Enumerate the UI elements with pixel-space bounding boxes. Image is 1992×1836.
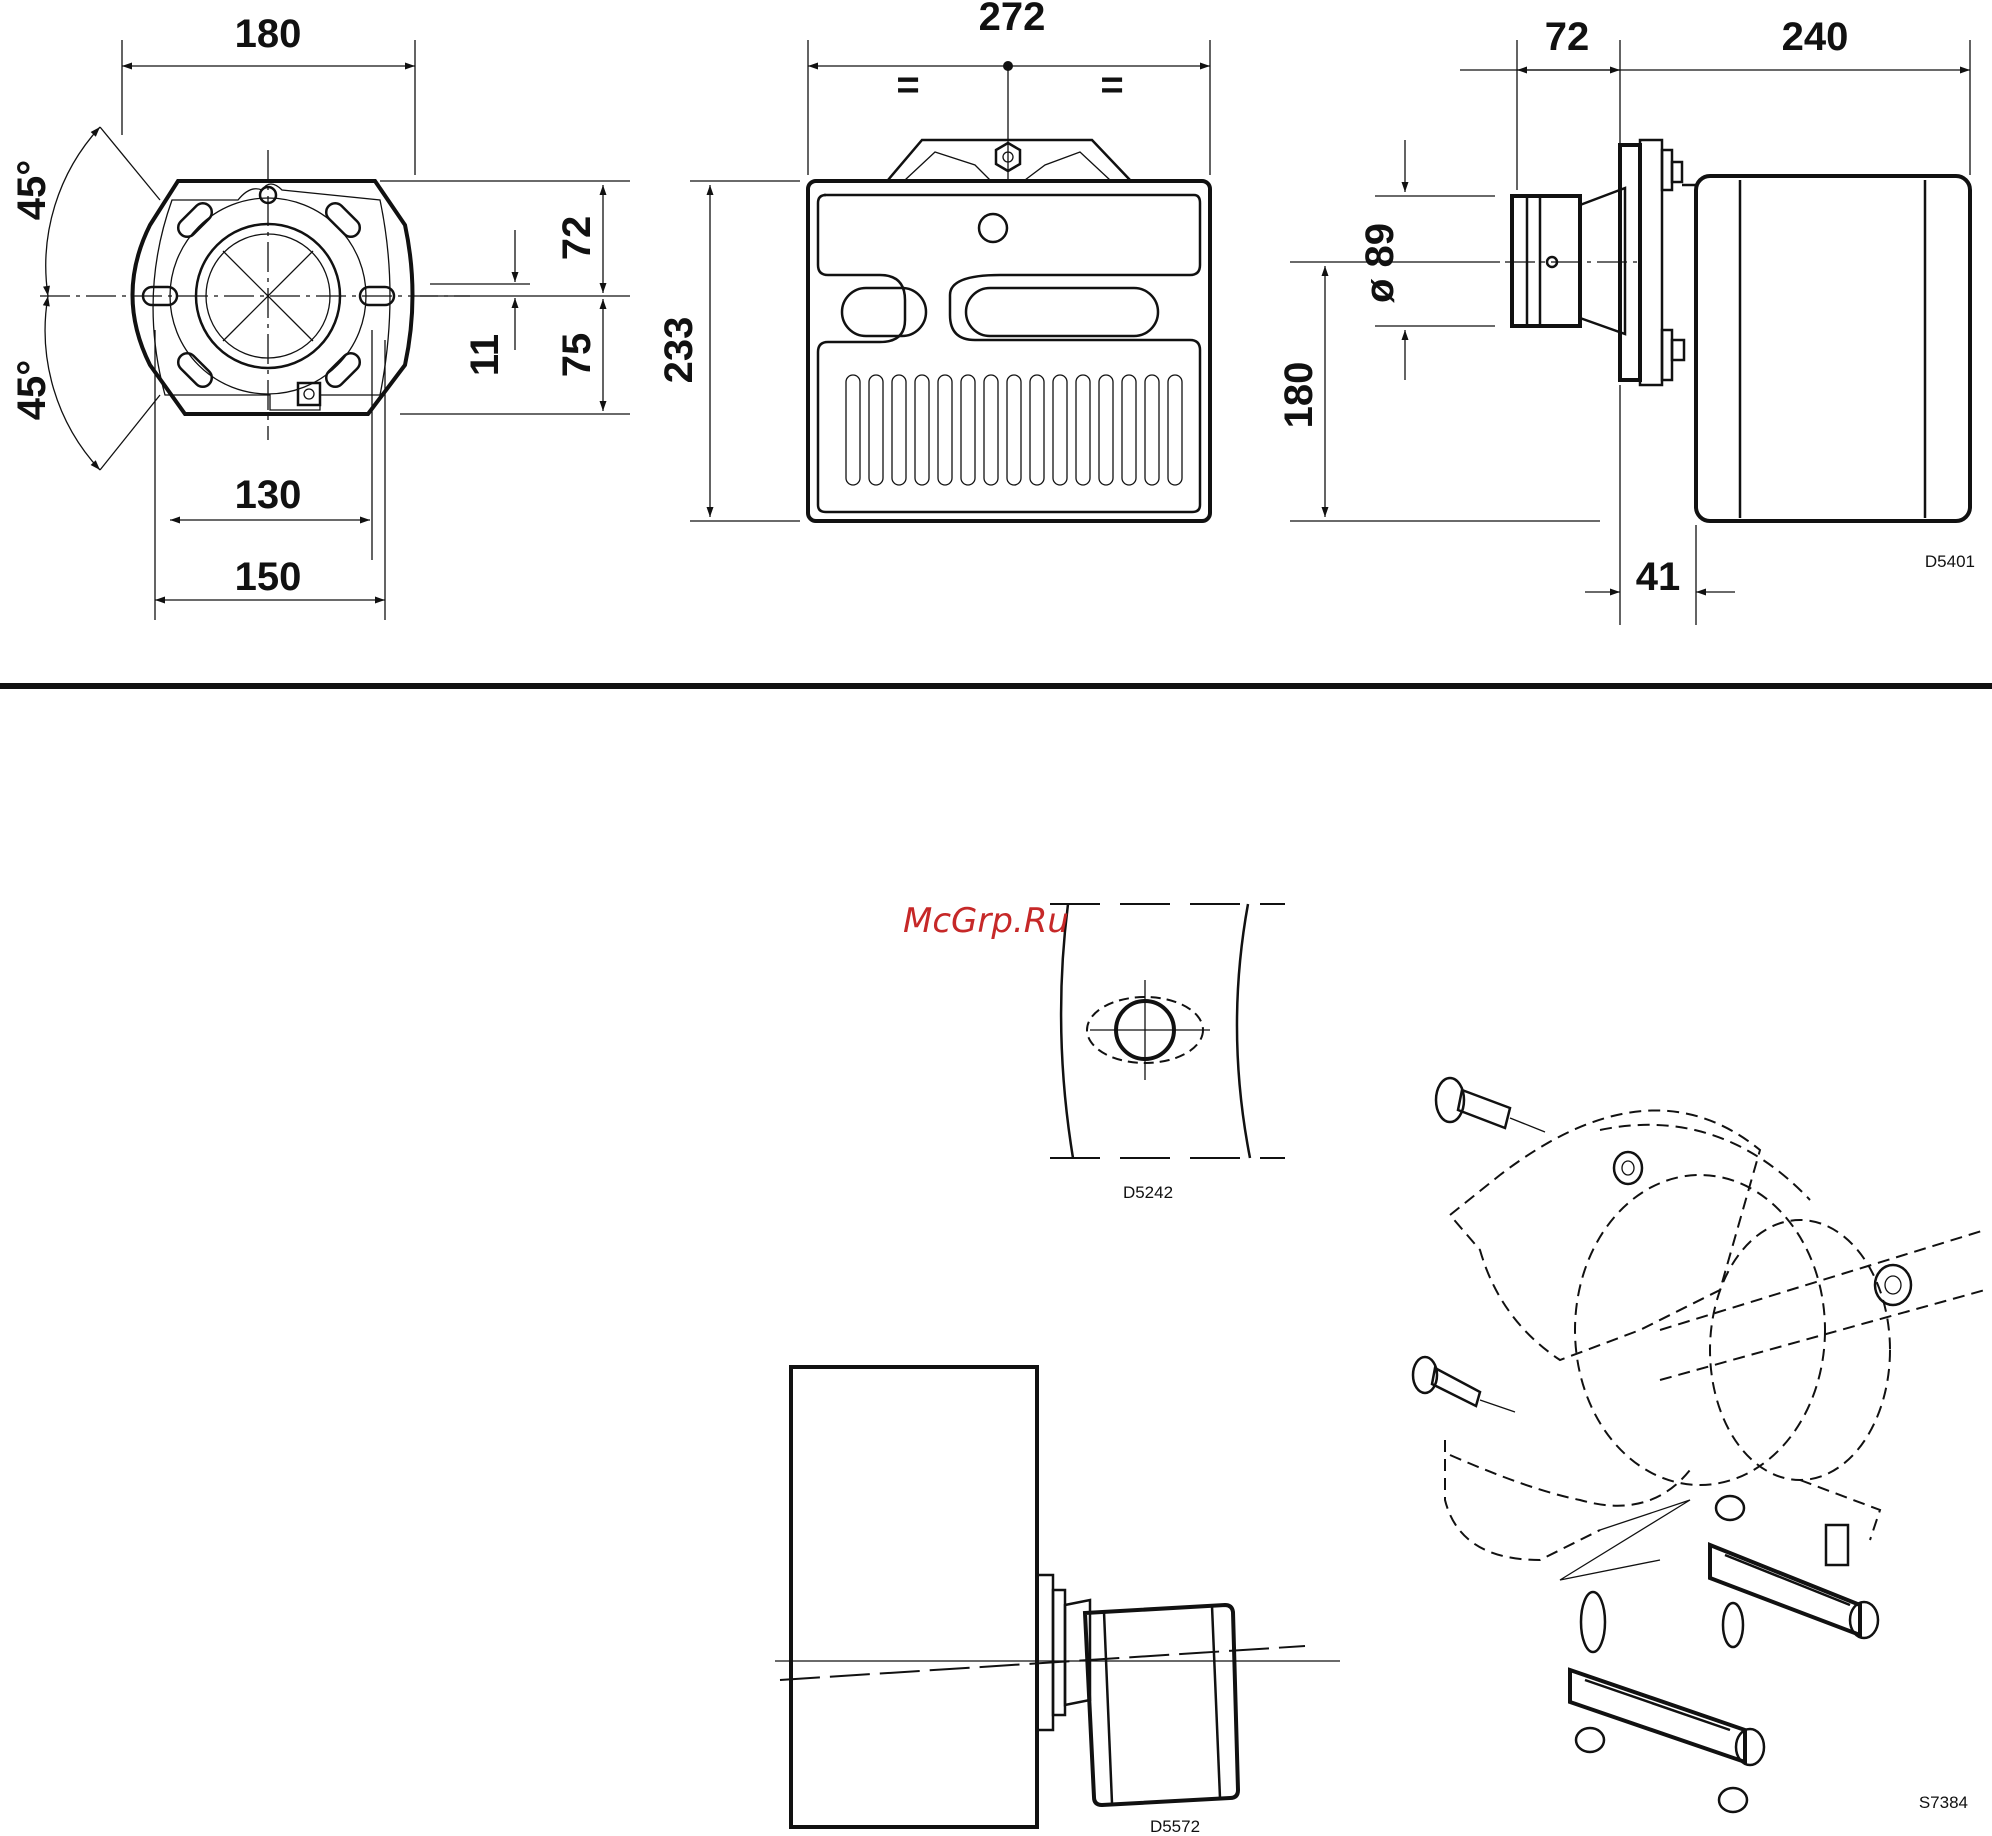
dim-150-label: 150 [235,555,302,599]
top-bracket [888,140,1130,180]
dim-272-label: 272 [979,0,1046,39]
detail-slot-hole: D5242 [1050,904,1285,1202]
bracket-bar-upper [1710,1496,1878,1647]
boiler-block [791,1367,1037,1827]
equal-right-label: = [1100,63,1123,107]
dim-233-label: 233 [657,317,701,384]
dim-72-label: 72 [555,216,599,261]
screw-lower [1413,1357,1515,1412]
nut-right [1875,1265,1911,1305]
side-view-burner: 72 240 ø 89 180 [1277,15,1975,625]
dim-72-side-label: 72 [1545,15,1590,59]
drawing-code-d5242: D5242 [1123,1183,1173,1202]
screw-upper [1436,1078,1545,1132]
dim-130-label: 130 [235,473,302,517]
burner-cover [808,181,1210,521]
top-view-burner: 272 = = [657,0,1210,521]
dim-11-label: 11 [463,334,507,376]
front-view-flange: 180 45° 45° [10,12,630,620]
drawing-code-s7384: S7384 [1919,1793,1968,1812]
dim-240-label: 240 [1782,15,1849,59]
angle-lower-label: 45° [10,360,54,421]
nut-upper [1614,1152,1642,1184]
dim-diameter-label: ø 89 [1358,223,1402,303]
side-body [1696,176,1970,521]
earth-terminal [298,383,320,405]
cover-hole [979,214,1007,242]
dim-41-label: 41 [1636,555,1681,599]
dim-75-label: 75 [555,333,599,378]
detail-assembly: S7384 [1413,1078,1985,1812]
drawing-code-d5572: D5572 [1150,1817,1200,1836]
detail-tilt: D5572 [775,1367,1340,1836]
watermark: McGrp.Ru [903,901,1069,941]
equal-left-label: = [896,63,919,107]
dim-180-side-label: 180 [1277,362,1321,429]
vent-slots [846,375,1182,485]
bracket-bar-lower [1570,1592,1764,1812]
drawing-code-d5401: D5401 [1925,552,1975,571]
dim-180-label: 180 [235,12,302,56]
flange-outline [133,181,413,414]
angle-upper-label: 45° [10,160,54,221]
